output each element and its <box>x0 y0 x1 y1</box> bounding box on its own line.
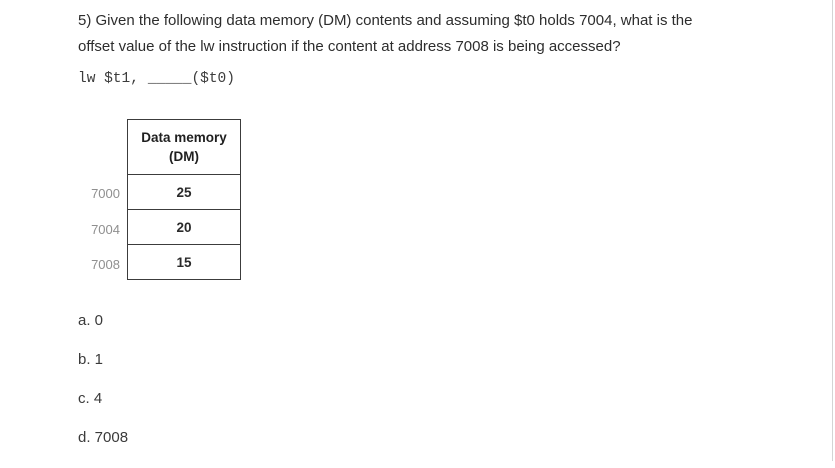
data-memory-table-header-line2: (DM) <box>169 149 199 164</box>
answer-options: a. 0 b. 1 c. 4 d. 7008 <box>78 312 128 468</box>
lw-instruction-suffix: ($t0) <box>191 71 235 87</box>
data-memory-table-header-line1: Data memory <box>141 130 227 145</box>
lw-instruction-prefix: lw $t1, <box>78 71 139 87</box>
answer-option-b[interactable]: b. 1 <box>78 351 104 368</box>
answer-option-c[interactable]: c. 4 <box>78 390 103 407</box>
answer-option-a[interactable]: a. 0 <box>78 312 104 329</box>
question-text-line2: offset value of the lw instruction if th… <box>78 38 621 55</box>
question-text: 5) Given the following data memory (DM) … <box>78 8 692 60</box>
data-memory-table: Data memory (DM) 25 20 15 <box>127 119 241 280</box>
data-memory-table-header: Data memory (DM) <box>128 120 240 175</box>
offset-blank: _____ <box>147 71 192 87</box>
memory-address-label: 7008 <box>91 257 120 273</box>
memory-address-column: 7000 7004 7008 <box>50 176 120 283</box>
question-text-line1: 5) Given the following data memory (DM) … <box>78 12 693 29</box>
memory-value-cell: 20 <box>128 210 240 245</box>
page-right-divider <box>832 0 833 461</box>
memory-address-label: 7000 <box>91 186 120 202</box>
lw-instruction-code: lw $t1, _____($t0) <box>78 71 235 87</box>
memory-address-label: 7004 <box>91 221 120 237</box>
answer-option-d[interactable]: d. 7008 <box>78 429 129 446</box>
memory-value-cell: 25 <box>128 175 240 210</box>
memory-value-cell: 15 <box>176 254 192 270</box>
